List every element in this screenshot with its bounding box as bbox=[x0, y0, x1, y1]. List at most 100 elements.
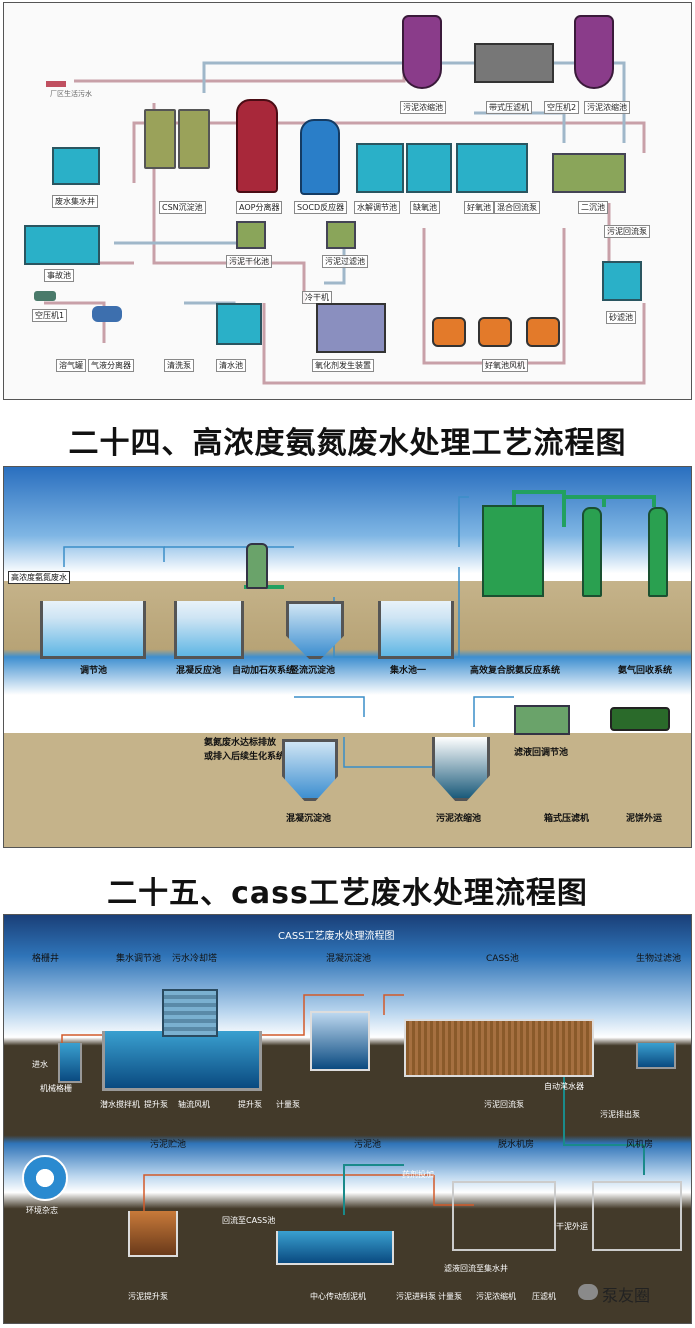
label-axial-fan: 轴流风机 bbox=[178, 1100, 210, 1109]
sand-filter-tank bbox=[602, 261, 642, 301]
inflow-label: 厂区生活污水 bbox=[50, 90, 92, 98]
panel3-pipes bbox=[61, 994, 645, 1215]
label-regulate: 调节池 bbox=[80, 666, 108, 676]
label-sludge-dry: 污泥干化池 bbox=[226, 255, 272, 268]
label-lift-pump: 提升泵 bbox=[144, 1100, 168, 1109]
collect-tank bbox=[378, 601, 454, 659]
label-return-cass: 回流至CASS池 bbox=[222, 1216, 276, 1225]
label-air-comp2: 空压机2 bbox=[544, 101, 580, 114]
label-filtrate: 滤液回调节池 bbox=[514, 748, 569, 758]
label-sludge-out-pump: 污泥排出泵 bbox=[600, 1110, 640, 1119]
panel3-diagram: CASS工艺废水处理流程图 格栅井 集水调节池 污水冷却塔 混凝沉淀池 CASS… bbox=[3, 914, 692, 1324]
label-sludge-thick: 污泥浓缩池 bbox=[400, 101, 446, 114]
csn-settler-1 bbox=[144, 109, 176, 169]
cass-tank bbox=[404, 1019, 594, 1077]
secondary-settler bbox=[552, 153, 626, 193]
label-grille: 格栅井 bbox=[32, 954, 60, 964]
heading-ammonia: 二十四、高浓度氨氮废水处理工艺流程图 bbox=[68, 426, 627, 461]
label-cake-out: 泥饼外运 bbox=[626, 814, 663, 824]
label-inflow3: 进水 bbox=[32, 1060, 48, 1069]
label-anoxic: 缺氧池 bbox=[410, 201, 440, 214]
label-collect: 集水池一 bbox=[390, 666, 427, 676]
label-sludge-feed: 污泥进料泵 bbox=[396, 1292, 436, 1301]
sludge-filter-tank bbox=[326, 221, 356, 249]
watermark-icon bbox=[578, 1284, 598, 1300]
accident-pool-tank bbox=[24, 225, 100, 265]
sludge-thickener-2 bbox=[574, 15, 614, 89]
label-blower: 好氧池风机 bbox=[482, 359, 528, 372]
grille-tank bbox=[58, 1043, 82, 1083]
regulate-tank bbox=[40, 601, 146, 659]
aop-separator bbox=[236, 99, 278, 193]
label-cooling: 污水冷却塔 bbox=[172, 954, 218, 964]
heading-cass: 二十五、cass工艺废水处理流程图 bbox=[107, 876, 588, 911]
inflow-arrow bbox=[46, 81, 66, 87]
gas-tank-icon bbox=[92, 306, 122, 322]
label-filtrate-return: 滤液回流至集水井 bbox=[444, 1264, 508, 1273]
cooling-tower bbox=[162, 989, 218, 1037]
label-sludge-store: 污泥贮池 bbox=[150, 1140, 187, 1150]
label-coag-settle: 混凝沉淀池 bbox=[286, 814, 332, 824]
truck bbox=[610, 707, 670, 731]
filter-press bbox=[514, 705, 570, 735]
oxidant-generator bbox=[316, 303, 386, 353]
label-clear-pool: 清水池 bbox=[216, 359, 246, 372]
equalize-tank bbox=[356, 143, 404, 193]
csn-settler-2 bbox=[178, 109, 210, 169]
label-return-pump: 污泥回流泵 bbox=[604, 225, 650, 238]
blower-3 bbox=[526, 317, 560, 347]
anoxic-tank bbox=[406, 143, 452, 193]
label-center-scraper: 中心传动刮泥机 bbox=[310, 1292, 366, 1301]
label-socd: SOCD反应器 bbox=[294, 201, 348, 214]
sludge-dry-tank bbox=[236, 221, 266, 249]
blower-1 bbox=[432, 317, 466, 347]
label-sludge-filter: 污泥过滤池 bbox=[322, 255, 368, 268]
label-aop: AOP分离器 bbox=[236, 201, 283, 214]
label-air-comp1: 空压机1 bbox=[32, 309, 68, 322]
label-box-press: 箱式压滤机 bbox=[544, 814, 590, 824]
label-secondary: 二沉池 bbox=[578, 201, 608, 214]
watermark-text: 泵友圈 bbox=[602, 1286, 651, 1305]
label-blower-room: 风机房 bbox=[626, 1140, 654, 1150]
label-press: 压滤机 bbox=[532, 1292, 556, 1301]
dewater-building bbox=[452, 1181, 556, 1251]
magazine-logo bbox=[22, 1155, 68, 1201]
label-coag: 混凝反应池 bbox=[176, 666, 222, 676]
label-collect-reg: 集水调节池 bbox=[116, 954, 162, 964]
panel3-title: CASS工艺废水处理流程图 bbox=[278, 931, 395, 942]
label-equalize: 水解调节池 bbox=[354, 201, 400, 214]
air-comp1-icon bbox=[34, 291, 56, 301]
label-dosing: 药剂投加 bbox=[402, 1170, 434, 1179]
clear-pool-tank bbox=[216, 303, 262, 345]
label-biofilter: 生物过滤池 bbox=[636, 954, 682, 964]
aerobic-tank bbox=[456, 143, 528, 193]
label-csn: CSN沉淀池 bbox=[159, 201, 206, 214]
label-sludge-conc: 污泥浓缩池 bbox=[436, 814, 482, 824]
panel1-diagram: 厂区生活污水 废水集水井 事故池 空压机1 溶气罐 气液分离器 CSN沉淀池 A… bbox=[3, 2, 692, 400]
center-clarifier bbox=[276, 1231, 394, 1265]
label-belt-press: 带式压滤机 bbox=[486, 101, 532, 114]
label-cass: CASS池 bbox=[486, 954, 519, 964]
biofilter-tank bbox=[636, 1043, 676, 1069]
label-sludge-pool: 污泥池 bbox=[354, 1140, 382, 1150]
belt-press bbox=[474, 43, 554, 83]
label-magazine: 环境杂志 bbox=[26, 1206, 58, 1215]
label-lift-pump2: 提升泵 bbox=[238, 1100, 262, 1109]
label-vertical: 竖流沉淀池 bbox=[290, 666, 336, 676]
label-accident-pool: 事故池 bbox=[44, 269, 74, 282]
label-inlet: 高浓度氨氮废水 bbox=[8, 571, 70, 584]
coag-settle-unit bbox=[310, 1011, 370, 1071]
tower-1 bbox=[582, 507, 602, 597]
label-sludge-lift: 污泥提升泵 bbox=[128, 1292, 168, 1301]
label-mech-grille: 机械格栅 bbox=[40, 1084, 72, 1093]
label-waste-well: 废水集水井 bbox=[52, 195, 98, 208]
label-auto-decant: 自动滗水器 bbox=[544, 1082, 584, 1091]
label-sand-filter: 砂滤池 bbox=[606, 311, 636, 324]
label-sludge-thick-m: 污泥浓缩机 bbox=[476, 1292, 516, 1301]
label-discharge-note2: 或排入后续生化系统 bbox=[204, 752, 286, 762]
waste-well-tank bbox=[52, 147, 100, 185]
composite-reactor bbox=[482, 505, 544, 597]
label-dewater-room: 脱水机房 bbox=[498, 1140, 535, 1150]
sludge-store-tank bbox=[128, 1211, 178, 1257]
label-metering2: 计量泵 bbox=[438, 1292, 462, 1301]
